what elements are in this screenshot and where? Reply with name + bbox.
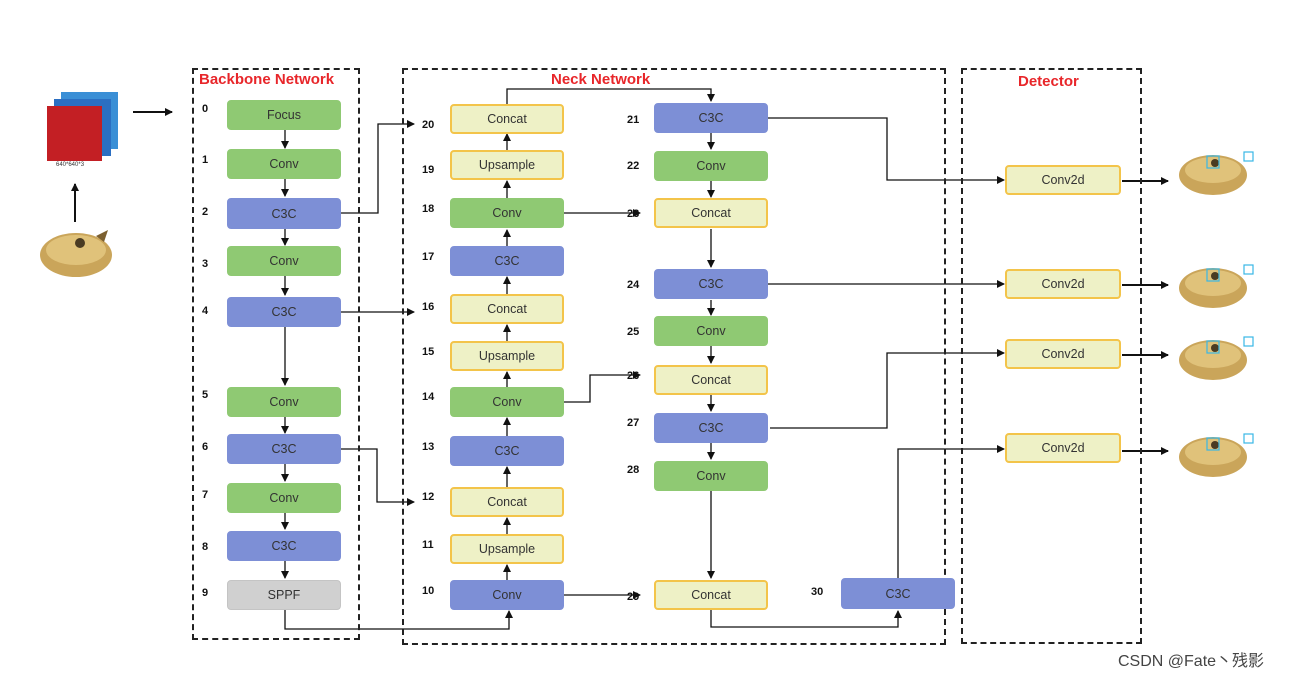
layer-index: 28 [627,464,640,476]
concat-node: Concat [654,580,768,610]
output-image-3 [1179,336,1254,380]
layer-index: 10 [422,585,435,597]
layer-index: 6 [202,441,209,453]
layer-index: 26 [627,370,640,382]
layer-index: 30 [811,586,824,598]
conv-node: Conv [450,580,564,610]
layer-index: 14 [422,391,435,403]
sppf-node: SPPF [227,580,341,610]
layer-index: 18 [422,203,435,215]
c3c-node: C3C [654,413,768,443]
c3c-node: C3C [654,269,768,299]
concat-node: Concat [450,294,564,324]
layer-index: 15 [422,346,435,358]
upsample-node: Upsample [450,341,564,371]
conv-node: Conv [654,151,768,181]
layer-index: 24 [627,279,640,291]
layer-index: 3 [202,258,209,270]
layer-index: 16 [422,301,435,313]
layer-index: 12 [422,491,435,503]
c3c-node: C3C [450,436,564,466]
layer-index: 4 [202,305,209,317]
c3c-node: C3C [654,103,768,133]
conv-node: Conv [654,316,768,346]
c3c-node: C3C [227,297,341,327]
concat-node: Concat [654,365,768,395]
conv2d-node: Conv2d [1005,165,1121,195]
layer-index: 5 [202,389,209,401]
layer-index: 29 [627,591,640,603]
focus-node: Focus [227,100,341,130]
c3c-node: C3C [227,434,341,464]
output-image-4 [1179,433,1254,477]
layer-index: 21 [627,114,640,126]
backbone-title: Backbone Network [199,71,335,88]
conv-node: Conv [450,387,564,417]
input-image [40,230,112,277]
neck-section [402,68,946,645]
layer-index: 22 [627,160,640,172]
upsample-node: Upsample [450,534,564,564]
layer-index: 27 [627,417,640,429]
conv2d-node: Conv2d [1005,269,1121,299]
layer-index: 19 [422,164,435,176]
layer-index: 7 [202,489,209,501]
layer-index: 11 [422,539,434,551]
layer-index: 2 [202,206,209,218]
layer-index: 25 [627,326,640,338]
conv-node: Conv [227,246,341,276]
layer-index: 13 [422,441,435,453]
conv2d-node: Conv2d [1005,433,1121,463]
detector-section [961,68,1142,644]
layer-index: 8 [202,541,209,553]
conv-node: Conv [450,198,564,228]
c3c-node: C3C [227,198,341,229]
layer-index: 1 [202,154,209,166]
concat-node: Concat [450,487,564,517]
output-image-1 [1179,151,1254,195]
c3c-node: C3C [227,531,341,561]
concat-node: Concat [654,198,768,228]
layer-index: 9 [202,587,209,599]
conv-node: Conv [227,483,341,513]
detector-title: Detector [1018,73,1079,90]
input-dims-label: 640*640*3 [56,162,85,168]
conv2d-node: Conv2d [1005,339,1121,369]
watermark: CSDN @Fate丶残影 [1118,653,1265,670]
backbone-section [192,68,360,640]
layer-index: 17 [422,251,435,263]
c3c-node: C3C [450,246,564,276]
layer-index: 23 [627,208,640,220]
concat-node: Concat [450,104,564,134]
output-image-2 [1179,264,1254,308]
layer-index: 0 [202,103,209,115]
c3c-node: C3C [841,578,955,609]
layer-index: 20 [422,119,435,131]
conv-node: Conv [654,461,768,491]
conv-node: Conv [227,149,341,179]
neck-title: Neck Network [551,71,651,88]
upsample-node: Upsample [450,150,564,180]
conv-node: Conv [227,387,341,417]
